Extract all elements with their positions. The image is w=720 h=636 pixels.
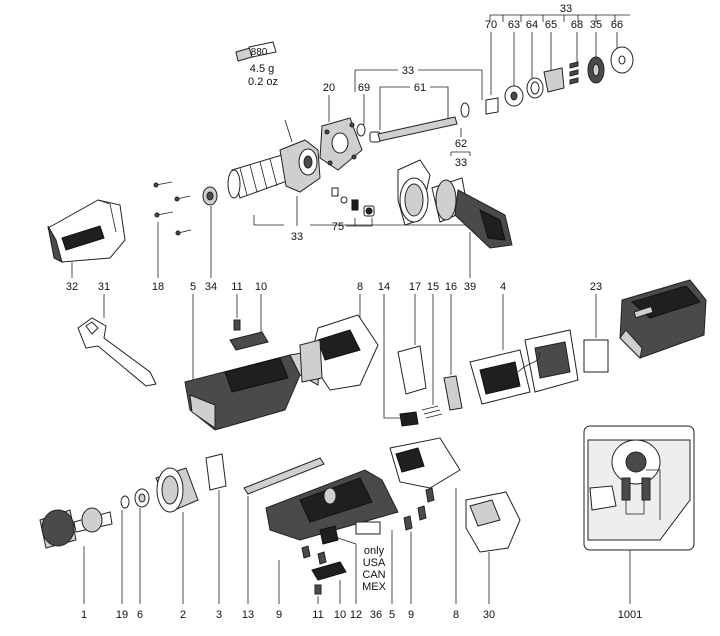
region-mex: MEX — [362, 581, 387, 593]
label-5-top: 5 — [190, 281, 196, 293]
rear-cap-8 — [299, 314, 379, 391]
bracket-33-top: 33 70 63 64 65 68 35 66 — [485, 3, 630, 95]
brush-holder-3 — [205, 453, 227, 491]
label-36: 36 — [370, 609, 382, 621]
label-5-lower: 5 — [389, 609, 395, 621]
grease-code: 880 — [251, 47, 268, 58]
label-64: 64 — [526, 19, 538, 31]
side-handle-39 — [397, 159, 513, 249]
slide-12 — [319, 525, 339, 545]
label-8-lower: 8 — [453, 609, 459, 621]
label-34: 34 — [205, 281, 217, 293]
label-20: 20 — [323, 82, 335, 94]
label-4: 4 — [500, 281, 506, 293]
label-62: 62 — [455, 138, 467, 150]
screws-9-lower — [301, 545, 327, 565]
label-plate-36 — [355, 521, 381, 535]
spindle-61 — [369, 116, 458, 143]
motor-housing-5 — [184, 349, 321, 431]
label-23: 23 — [590, 281, 602, 293]
label-65: 65 — [545, 19, 557, 31]
electronics-4 — [469, 329, 579, 405]
label-plate-23 — [583, 339, 609, 373]
pins-68 — [569, 61, 579, 85]
label-9-left: 9 — [276, 609, 282, 621]
armature-1 — [39, 507, 113, 549]
bearing-34 — [202, 186, 218, 206]
label-35: 35 — [590, 19, 602, 31]
label-11-lower: 11 — [312, 609, 323, 621]
switch-14 — [399, 411, 419, 427]
label-61: 61 — [414, 82, 426, 94]
wiring-detail-1001 — [583, 425, 695, 551]
rear-cap-8-lower — [389, 437, 461, 489]
label-6: 6 — [137, 609, 143, 621]
spring-15 — [421, 405, 443, 419]
washer-62 — [460, 102, 470, 118]
label-39: 39 — [464, 281, 476, 293]
label-33-mid: 33 — [402, 65, 414, 77]
label-1001: 1001 — [618, 609, 642, 621]
label-16: 16 — [445, 281, 457, 293]
ring-19 — [120, 495, 130, 509]
label-8-top: 8 — [357, 281, 363, 293]
label-30: 30 — [483, 609, 495, 621]
label-66: 66 — [611, 19, 623, 31]
label-1: 1 — [81, 609, 87, 621]
screw-11-top — [233, 319, 241, 331]
label-33-housing: 33 — [291, 231, 303, 243]
ring-69 — [356, 123, 366, 137]
label-12: 12 — [350, 609, 362, 621]
label-63: 63 — [508, 19, 520, 31]
label-13: 13 — [242, 609, 254, 621]
plate-10-top — [229, 331, 269, 351]
label-17: 17 — [409, 281, 421, 293]
rod-16 — [443, 375, 463, 411]
label-33-top: 33 — [560, 3, 572, 15]
label-15: 15 — [427, 281, 439, 293]
nose-cap-32 — [47, 199, 126, 263]
motor-housing-5-lower — [265, 469, 399, 541]
bearing-parts-75 — [331, 187, 375, 217]
label-19: 19 — [116, 609, 128, 621]
gear-flange-20 — [319, 117, 363, 171]
label-68: 68 — [571, 19, 583, 31]
magnet-sleeve-2 — [155, 467, 199, 513]
label-10-top: 10 — [255, 281, 267, 293]
label-33-62: 33 — [455, 157, 467, 169]
bracket-17 — [397, 345, 427, 395]
gear-head-housing — [227, 119, 321, 199]
region-usa: USA — [363, 557, 386, 569]
sleeve-70 — [485, 97, 499, 115]
region-only: only — [364, 545, 385, 557]
plate-10-lower — [311, 561, 347, 581]
bearing-set — [485, 46, 634, 115]
grease-tube: 880 4.5 g 0.2 oz — [235, 41, 278, 88]
wrench-31 — [77, 317, 157, 387]
region-can: CAN — [362, 569, 385, 581]
screws-18 — [153, 181, 192, 236]
bracket-33-mid: 33 — [354, 65, 483, 100]
label-70: 70 — [485, 19, 497, 31]
label-32: 32 — [66, 281, 78, 293]
grease-weight-g: 4.5 g — [250, 63, 274, 75]
screws-9-right — [403, 487, 435, 531]
label-18: 18 — [152, 281, 164, 293]
label-75: 75 — [332, 221, 344, 233]
nut-65 — [543, 67, 565, 93]
label-3: 3 — [216, 609, 222, 621]
screw-11-lower — [314, 584, 322, 595]
guide-13 — [243, 457, 325, 495]
battery-pack — [619, 279, 707, 360]
label-11-top: 11 — [231, 281, 242, 293]
label-9-right: 9 — [408, 609, 414, 621]
label-14: 14 — [378, 281, 390, 293]
label-10-lower: 10 — [334, 609, 346, 621]
label-69: 69 — [358, 82, 370, 94]
label-2: 2 — [180, 609, 186, 621]
label-31: 31 — [98, 281, 110, 293]
grease-weight-oz: 0.2 oz — [248, 76, 278, 88]
